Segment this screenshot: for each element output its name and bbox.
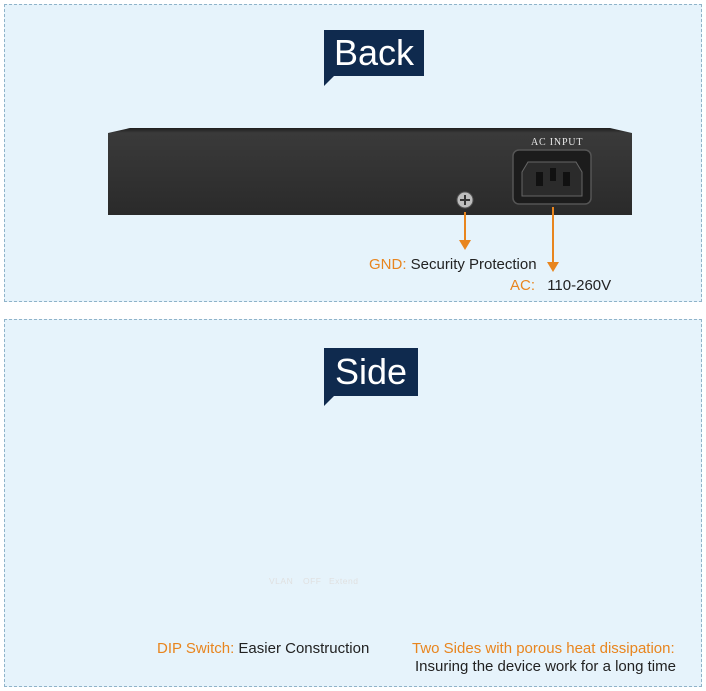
ac-arrow	[547, 207, 559, 272]
gnd-screw-icon	[456, 191, 474, 209]
gnd-arrow	[459, 212, 471, 250]
ac-label: AC:	[510, 277, 536, 294]
ac-power-socket-icon	[512, 149, 592, 205]
back-title-banner: Back	[324, 30, 424, 86]
heat-description: Insuring the device work for a long time	[415, 658, 676, 675]
switch-label-vlan: VLAN	[269, 576, 294, 586]
switch-label-off: OFF	[303, 576, 322, 586]
dip-description: Easier Construction	[238, 640, 370, 657]
switch-label-extend: Extend	[329, 576, 359, 586]
ac-callout: AC: 110-260V	[510, 277, 611, 294]
gnd-description: Security Protection	[410, 256, 537, 273]
back-device-top	[108, 128, 632, 133]
back-device	[108, 128, 632, 215]
gnd-label: GND:	[369, 256, 407, 273]
ac-description: 110-260V	[547, 277, 612, 294]
gnd-callout: GND: Security Protection	[369, 256, 537, 273]
heat-label: Two Sides with porous heat dissipation:	[412, 640, 675, 657]
ac-input-label: AC INPUT	[531, 137, 584, 148]
dip-callout: DIP Switch: Easier Construction	[157, 640, 369, 657]
dip-label: DIP Switch:	[157, 640, 235, 657]
side-title-banner: Side	[324, 348, 418, 406]
